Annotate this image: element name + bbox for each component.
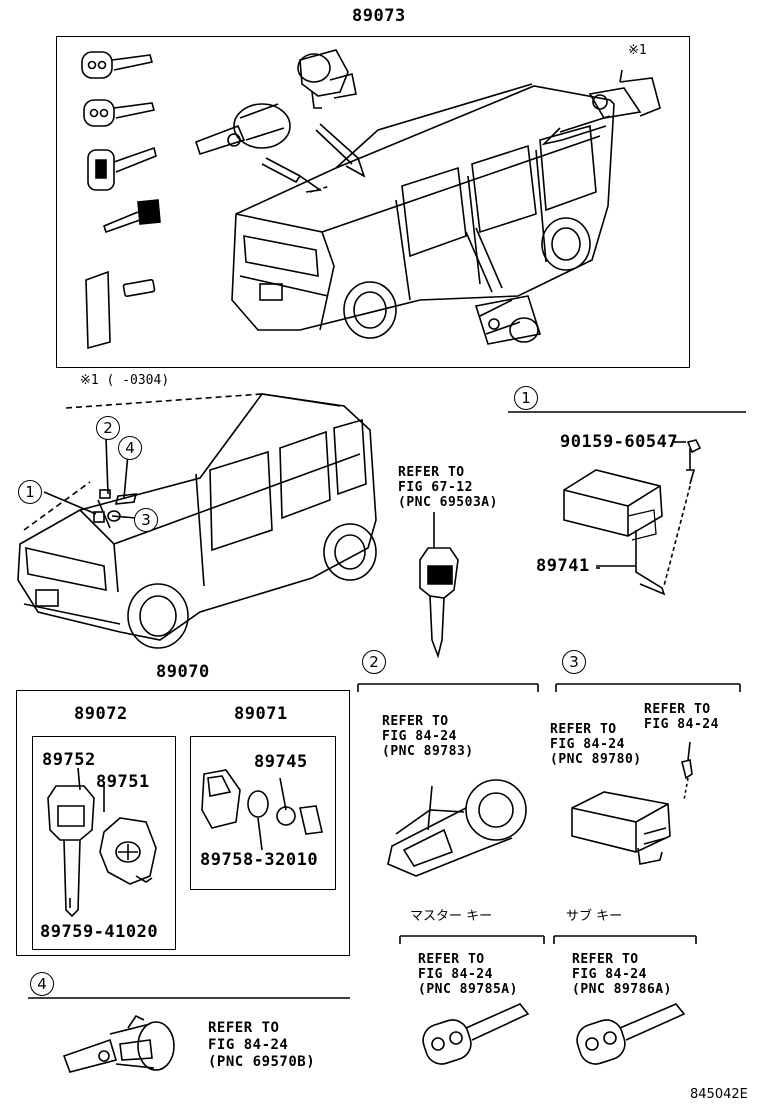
computer-89741 <box>563 439 702 596</box>
top-parts-frame <box>56 36 690 368</box>
top-key-tag <box>85 270 156 350</box>
master-key <box>422 1003 530 1065</box>
figure-id: 845042E <box>690 1087 748 1102</box>
label-89759-41020: 89759-41020 <box>40 922 159 942</box>
door-lock-cylinder <box>62 1014 175 1073</box>
callout-leaders <box>43 437 137 519</box>
label-sub-key: サブ キー <box>566 909 623 924</box>
callout-2: 2 <box>96 416 120 440</box>
top-cylinder-right <box>588 69 661 119</box>
sub-rule <box>553 935 697 944</box>
label-89741: 89741 <box>536 556 590 576</box>
mid-vehicle <box>17 393 377 649</box>
part-mark-1 <box>93 511 105 523</box>
label-89070: 89070 <box>156 662 210 682</box>
top-cylinder-bottom <box>474 295 542 345</box>
note-production-range: ※1 ( -0304) <box>80 373 170 388</box>
section-1-marker: 1 <box>514 386 538 410</box>
sub-key <box>576 1003 686 1065</box>
part-mark-2 <box>99 489 111 499</box>
part-mark-3 <box>107 510 121 522</box>
immobilizer-key <box>419 547 459 659</box>
callout-3: 3 <box>134 508 158 532</box>
section-4-marker: 4 <box>30 972 54 996</box>
master-rule <box>399 935 545 944</box>
top-cylinder-upper <box>297 49 357 109</box>
remote-keys <box>47 767 157 918</box>
amplifier <box>387 779 527 877</box>
top-cylinder-left <box>194 103 291 156</box>
arrow-4 <box>465 227 503 293</box>
arrow-1 <box>261 157 323 193</box>
battery-kit <box>201 769 323 851</box>
top-key-2 <box>83 99 156 127</box>
label-master-key: マスター キー <box>410 909 493 924</box>
part-mark-4 <box>114 493 138 505</box>
section-2-ticks <box>357 684 539 692</box>
ecu-89780 <box>571 741 693 865</box>
remote-group-frame <box>16 690 350 956</box>
label-90159-60547: 90159-60547 <box>560 432 679 452</box>
callout-4: 4 <box>118 436 142 460</box>
label-89071: 89071 <box>234 704 288 724</box>
note-marker: ※1 <box>628 43 647 58</box>
section-3-ticks <box>555 684 741 692</box>
top-key-3 <box>87 146 157 191</box>
top-key-4 <box>103 199 161 234</box>
label-89072: 89072 <box>74 704 128 724</box>
section-3-marker: 3 <box>562 650 586 674</box>
label-89752: 89752 <box>42 750 96 770</box>
section-2-marker: 2 <box>362 650 386 674</box>
battery-set-frame <box>190 736 336 890</box>
label-89751: 89751 <box>96 772 150 792</box>
top-vehicle <box>231 83 615 339</box>
label-89745: 89745 <box>254 752 308 772</box>
label-89758-32010: 89758-32010 <box>200 850 319 870</box>
label-89073: 89073 <box>352 6 406 26</box>
top-key-1 <box>81 51 154 79</box>
key-set-frame <box>32 736 176 950</box>
callout-1: 1 <box>18 480 42 504</box>
